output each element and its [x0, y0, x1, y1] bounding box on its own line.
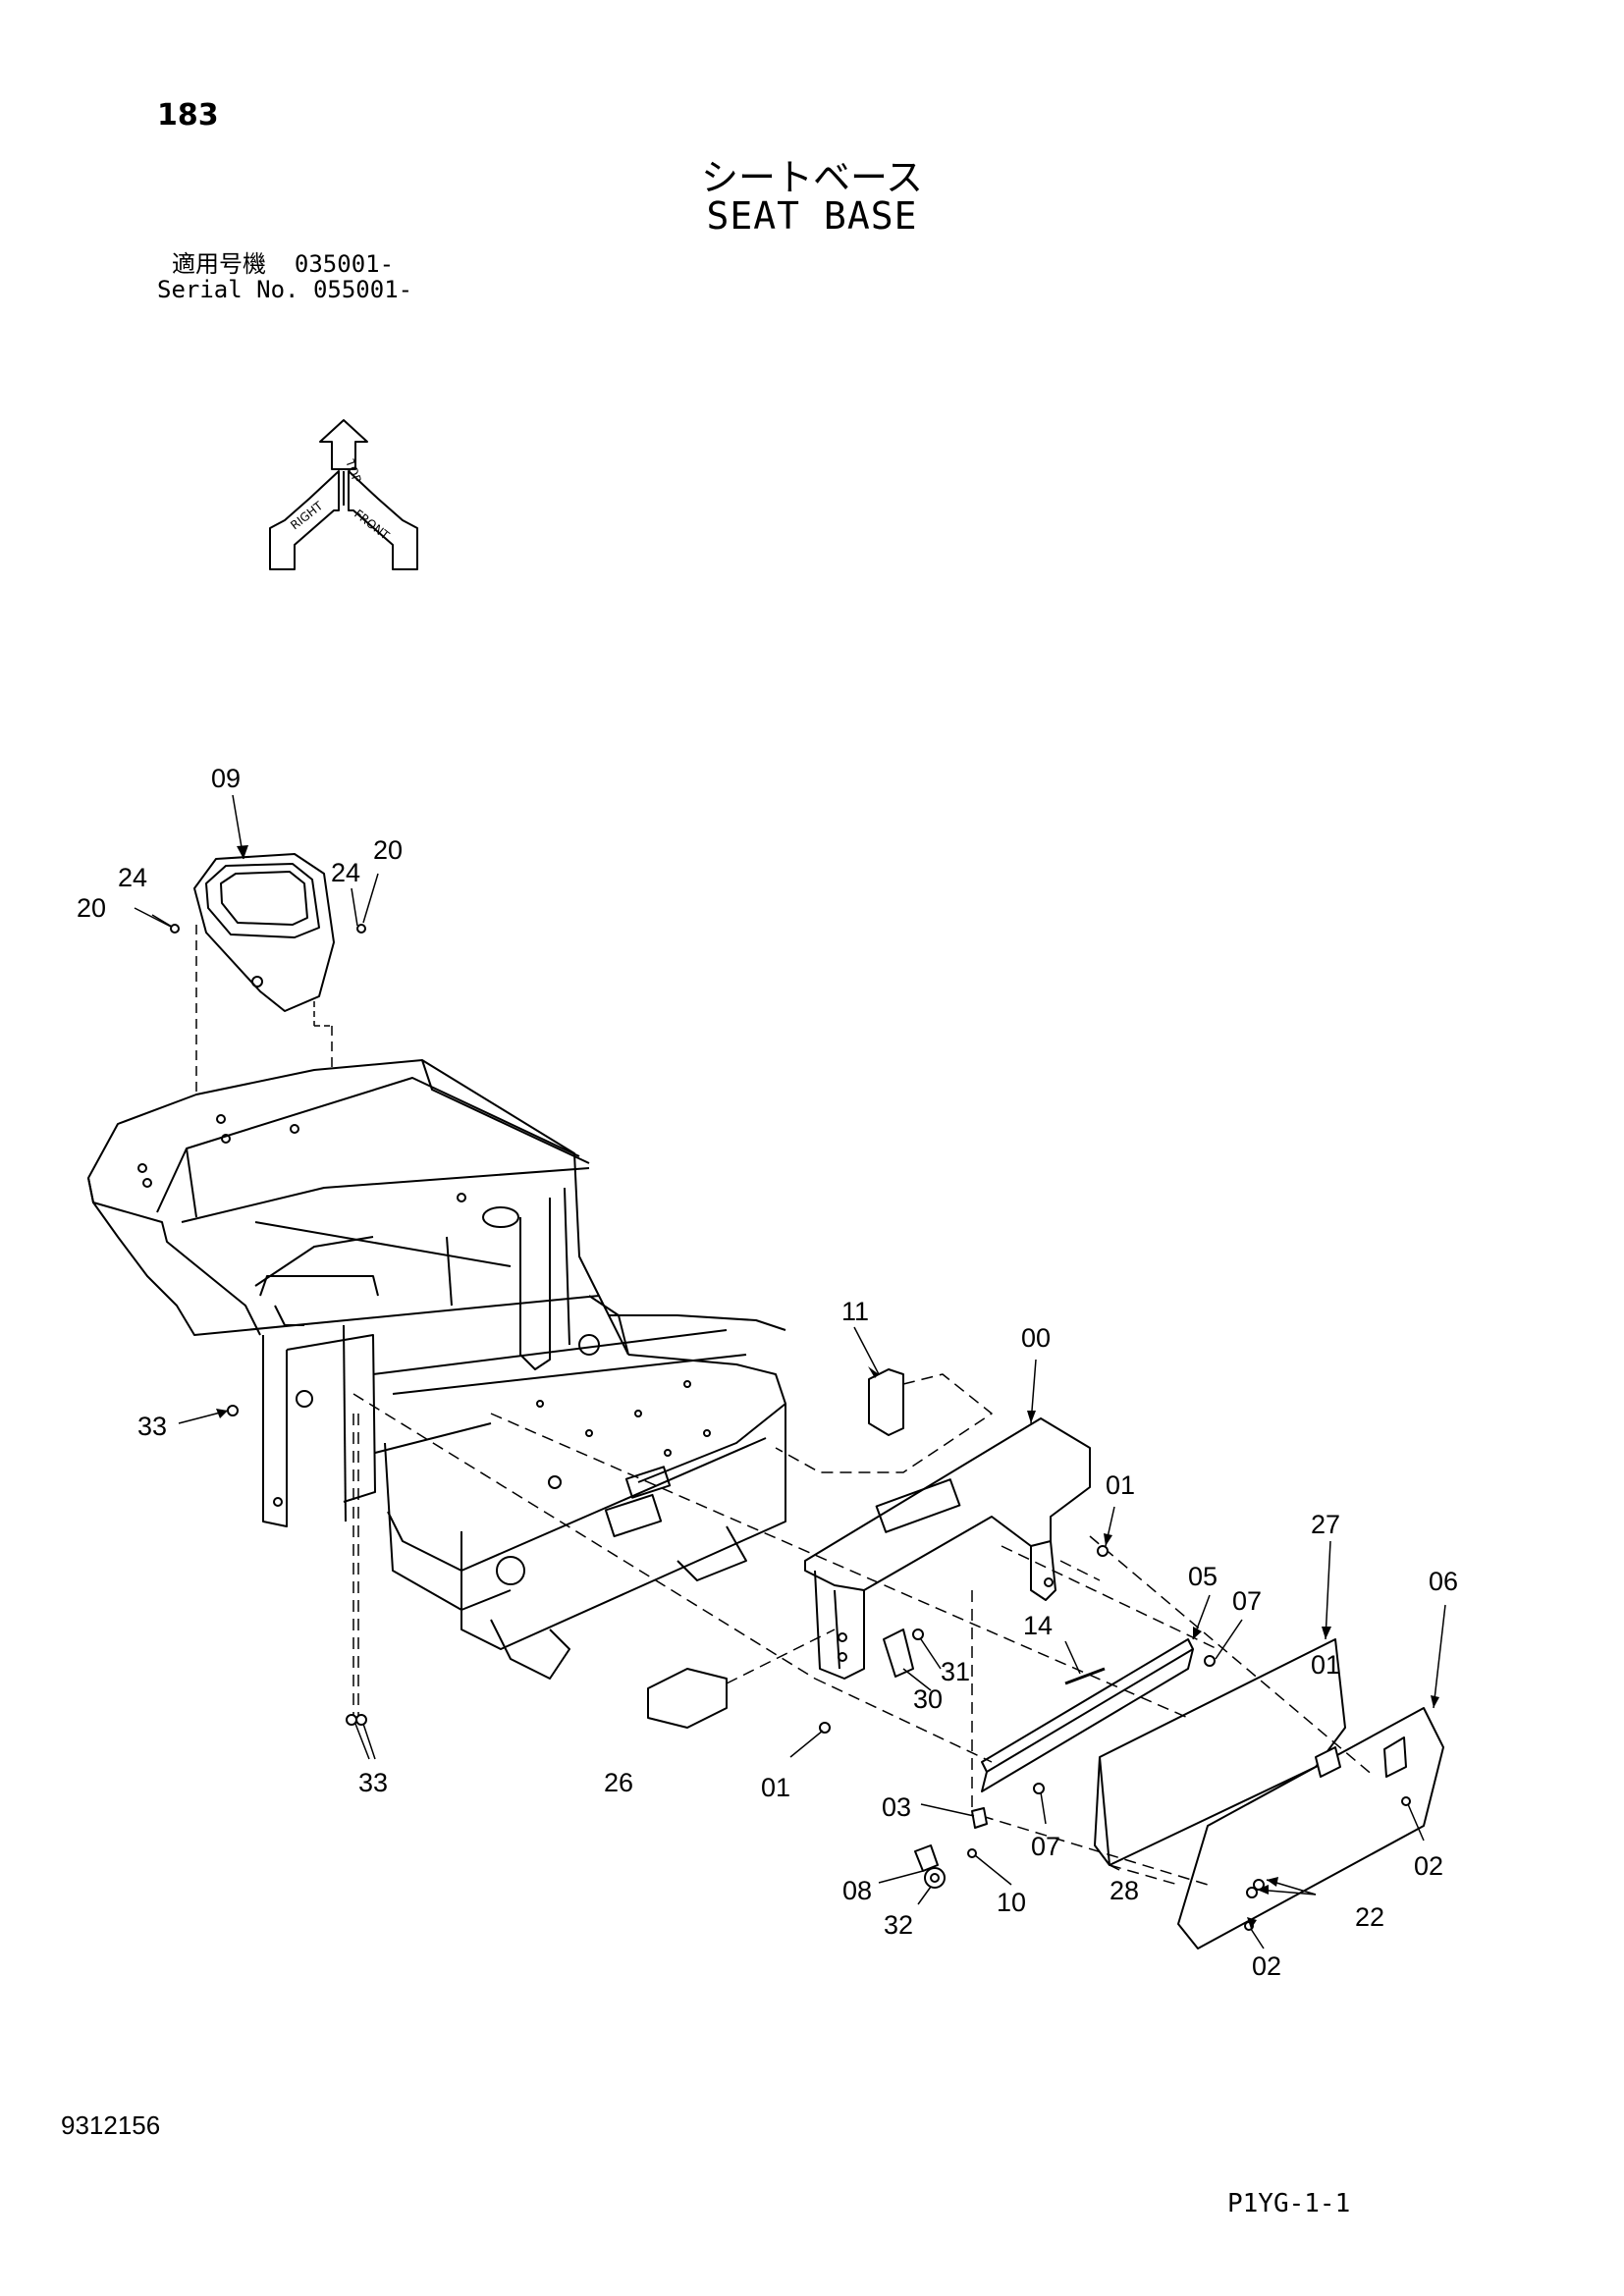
callout-label: 02: [1252, 1951, 1281, 1981]
callout-label: 20: [77, 893, 106, 923]
callout-label: 09: [211, 764, 241, 793]
seat-stand-panel: [193, 853, 335, 1188]
callout-label: 01: [761, 1773, 790, 1802]
callout-label: 07: [1031, 1832, 1060, 1861]
callout-label: 27: [1311, 1510, 1340, 1539]
callout-label: 24: [118, 863, 147, 892]
serial-english: Serial No. 055001-: [157, 276, 413, 303]
callout-label: 08: [842, 1876, 872, 1905]
arrowheads: [216, 845, 1439, 1929]
callout-label: 32: [884, 1910, 913, 1940]
front-cover: [1177, 1707, 1444, 1949]
callout-label: 03: [882, 1792, 911, 1822]
callout-label: 30: [913, 1684, 943, 1714]
callout-label: 33: [137, 1412, 167, 1441]
hardware-parts: [170, 924, 1411, 1931]
slide-rail: [981, 1638, 1194, 1792]
callout-label: 06: [1429, 1567, 1458, 1596]
callout-label: 33: [358, 1768, 388, 1797]
axis-label-top: TOP: [343, 456, 364, 484]
title-japanese: シートベース: [700, 156, 924, 199]
block-part: [647, 1668, 728, 1729]
page-number: 183: [157, 98, 219, 133]
callout-label: 01: [1106, 1470, 1135, 1500]
serial-japanese: 適用号機 035001-: [172, 250, 395, 278]
assembly-lines: [352, 1373, 1376, 1886]
seat-bracket: [804, 1417, 1091, 1680]
callout-label: 00: [1021, 1323, 1051, 1353]
side-cover-edge: [1094, 1756, 1110, 1866]
orientation-axes-icon: TOP RIGHT FRONT: [269, 419, 418, 570]
callout-label: 20: [373, 835, 403, 865]
callout-label: 11: [841, 1297, 869, 1326]
callout-label: 22: [1355, 1902, 1384, 1932]
callout-label: 26: [604, 1768, 633, 1797]
callout-label: 14: [1023, 1611, 1053, 1640]
pad-part: [868, 1368, 904, 1436]
side-bracket: [883, 1629, 914, 1678]
callout-label: 24: [331, 858, 360, 887]
callout-labels: 00 01 01 01 02 02 03 05 06 07 07 08 09 1…: [77, 764, 1458, 1981]
sheet-code: P1YG-1-1: [1227, 2189, 1351, 2218]
side-cover-panel: [1099, 1638, 1346, 1866]
callout-label: 10: [997, 1888, 1026, 1917]
callout-label: 05: [1188, 1562, 1218, 1591]
callout-label: 28: [1110, 1876, 1139, 1905]
callout-label: 02: [1414, 1851, 1443, 1881]
title-english: SEAT BASE: [706, 194, 918, 238]
drawing-code: 9312156: [61, 2110, 161, 2140]
callout-label: 31: [941, 1657, 970, 1686]
callout-label: 01: [1311, 1650, 1340, 1680]
seat-base-frame: [87, 1059, 786, 1680]
callout-label: 07: [1232, 1586, 1262, 1616]
